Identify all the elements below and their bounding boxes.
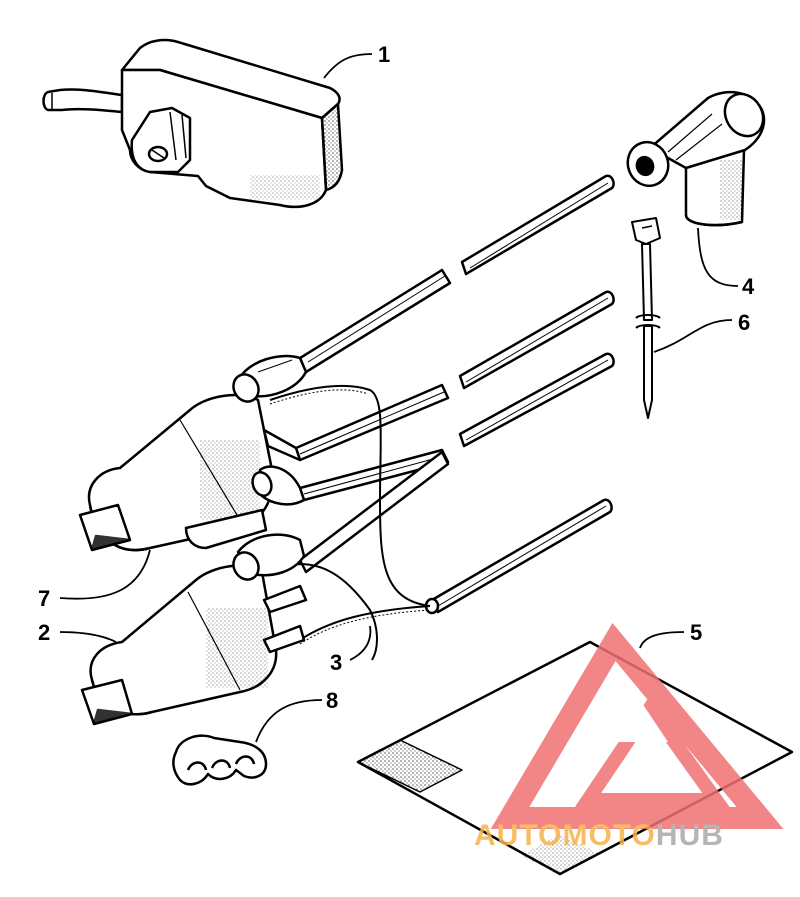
leader-line-1: [323, 53, 373, 79]
watermark-text-primary: AUTOMOTO: [474, 819, 656, 852]
callout-6: 6: [738, 310, 750, 335]
leader-line-5: [639, 631, 685, 649]
instruction-sheet: [356, 640, 794, 876]
callout-5: 5: [690, 620, 702, 645]
callout-8: 8: [326, 688, 338, 713]
leader-line-3: [349, 625, 372, 661]
ground-wires: [269, 384, 431, 661]
watermark-text-secondary: HUB: [656, 819, 724, 852]
leader-line-7: [59, 549, 151, 600]
leader-lines: [59, 53, 739, 743]
callout-4: 4: [742, 274, 755, 299]
cdi-module: [42, 38, 344, 209]
watermark-triangle-inner: [574, 695, 730, 807]
cable-tie: [631, 217, 661, 419]
leader-line-6: [653, 319, 733, 353]
callout-2: 2: [38, 620, 50, 645]
watermark-text: AUTOMOTOHUB: [474, 819, 724, 852]
callout-labels: 1 4 6 7 2 3 8 5: [38, 42, 755, 713]
leader-line-8: [255, 699, 323, 743]
callout-7: 7: [38, 586, 50, 611]
leader-line-4: [697, 227, 739, 287]
wire-clip: [172, 734, 268, 786]
ignition-leads: [294, 174, 615, 615]
spark-plug-cap: [626, 90, 766, 227]
callout-1: 1: [378, 42, 390, 67]
ignition-coil-lower: [80, 533, 308, 726]
watermark-triangle-outer: [490, 622, 784, 829]
leader-line-2: [59, 631, 117, 643]
callout-3: 3: [330, 650, 342, 675]
ignition-coil-upper: [78, 354, 308, 552]
watermark-logo: AUTOMOTOHUB: [474, 622, 784, 852]
